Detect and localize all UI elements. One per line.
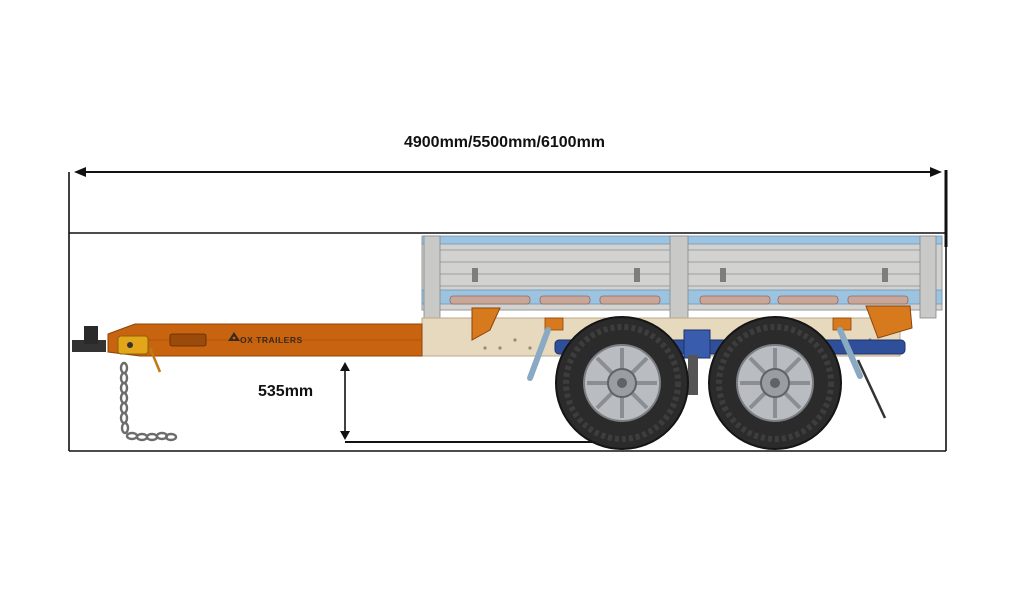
bounding-frame <box>68 172 947 452</box>
front-wheel <box>555 316 689 450</box>
tray-side-panels <box>421 235 943 319</box>
height-dimension-arrow <box>340 362 610 443</box>
length-dimension-arrow <box>74 167 948 247</box>
overall-length-label: 4900mm/5500mm/6100mm <box>403 134 606 151</box>
safety-chain-icon <box>119 361 178 442</box>
rear-wheel <box>708 316 842 450</box>
brand-logo-text: OX TRAILERS <box>240 335 303 345</box>
tow-hitch-icon <box>72 326 162 373</box>
ox-logo-icon <box>228 332 240 341</box>
deck-height-label: 535mm <box>258 383 314 400</box>
drawbar <box>107 323 423 357</box>
